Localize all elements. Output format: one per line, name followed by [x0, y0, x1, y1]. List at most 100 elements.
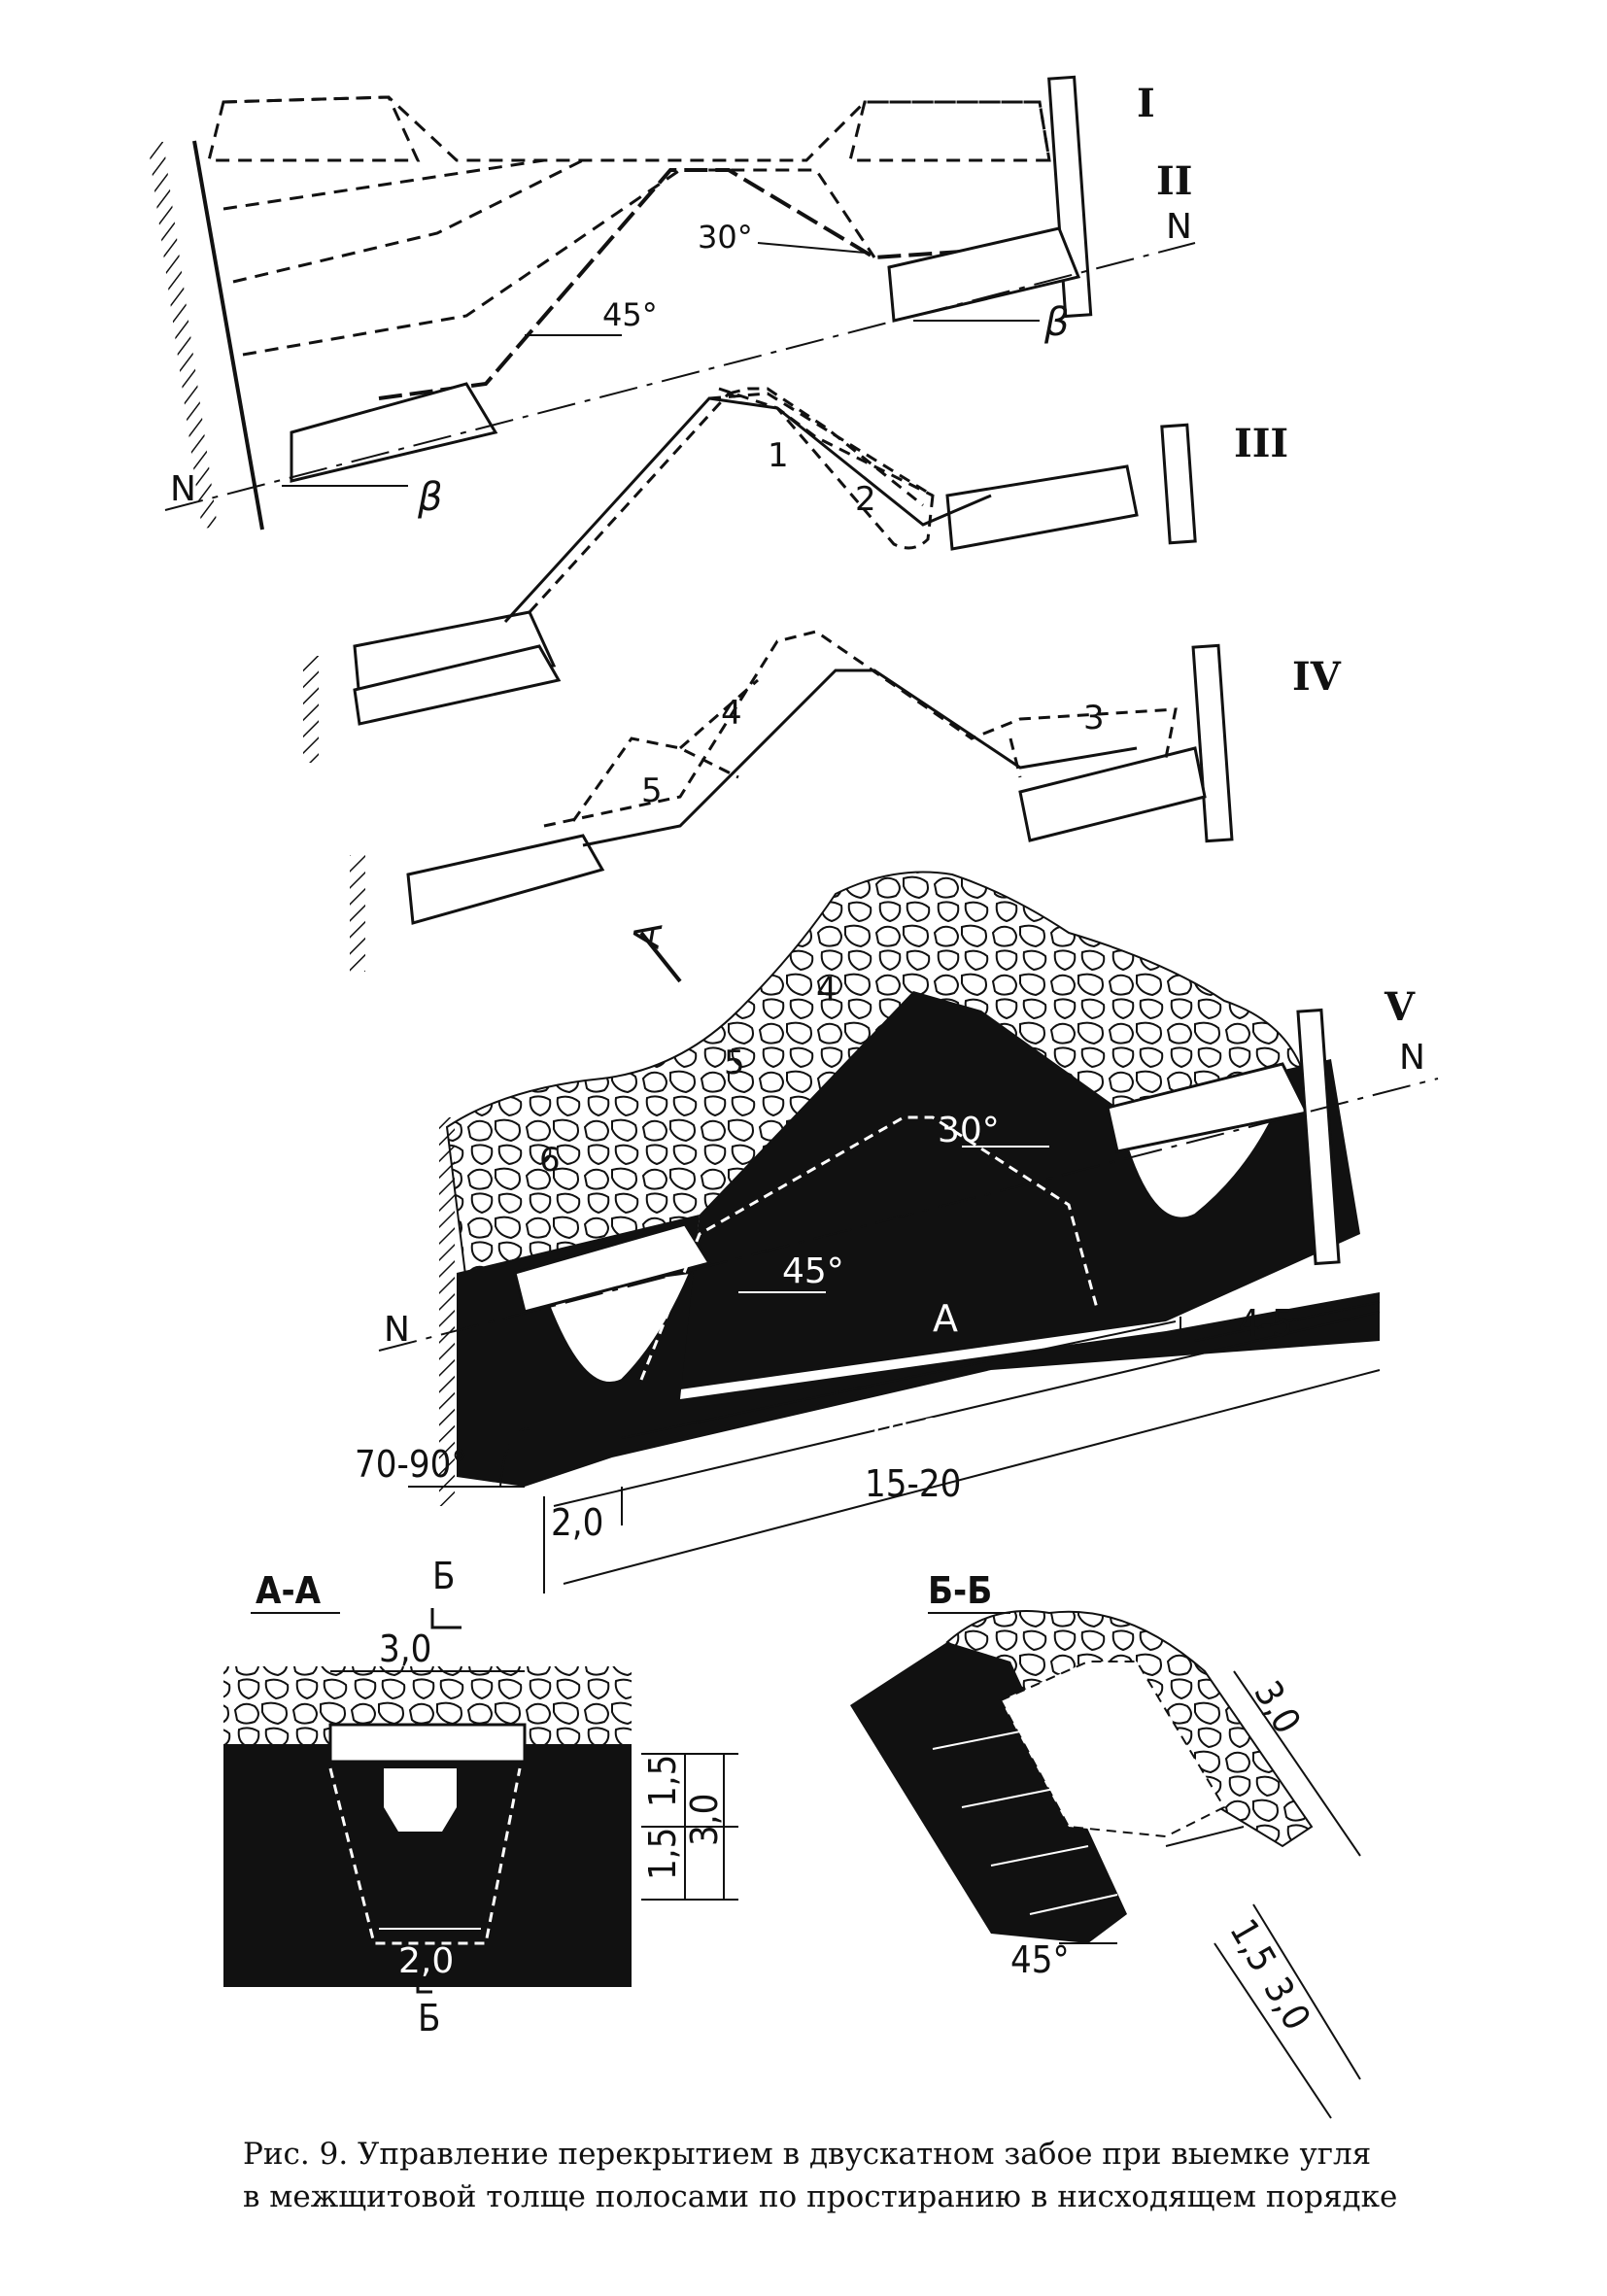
- dim-bracket-upper: [621, 1301, 1381, 1439]
- b-cut-top: [430, 1608, 462, 1629]
- angle-45-label: 45°: [602, 296, 658, 333]
- angle-70-90-arc: [499, 1427, 530, 1488]
- north-label-2: N: [170, 469, 196, 509]
- stage-2-left-support: [290, 382, 498, 483]
- stage-1-label: I: [1137, 81, 1155, 126]
- angle-70-90-label: 70-90°: [355, 1443, 467, 1486]
- section-b-label-top: Б: [432, 1555, 455, 1597]
- stage-3-roof: [503, 396, 992, 624]
- stage-5-left-void: [542, 1271, 692, 1385]
- stage-1-right-face: [848, 100, 1051, 162]
- stage-4-strip-lines: [571, 678, 1022, 822]
- stage-1-2-diagram: I II N N β β 30° 45°: [148, 75, 1196, 531]
- stage-4-support-upper: [353, 644, 562, 726]
- stage-3-label: III: [1234, 421, 1288, 466]
- stage-4-support-lower: [406, 834, 605, 925]
- strip-6-label-5: 6: [539, 1141, 561, 1180]
- stage-5-label: V: [1384, 984, 1416, 1030]
- section-b-label-bottom: Б: [418, 1997, 440, 2039]
- figure-caption: Рис. 9. Управление перекрытием в двускат…: [243, 2133, 1448, 2218]
- coal-seam-lower: [457, 1215, 1380, 1487]
- beta-label-2: β: [1043, 300, 1070, 345]
- stage-1-left-face: [207, 95, 421, 162]
- stage-3-diagram: 1 2 III: [353, 387, 1288, 702]
- stage-5-pillar: [1296, 1008, 1341, 1266]
- strip-4-label: 4: [721, 694, 742, 733]
- bb-angle-45-label: 45°: [1010, 1938, 1070, 1981]
- caption-line-1: Рис. 9. Управление перекрытием в двускат…: [243, 2137, 1372, 2172]
- aa-void: [384, 1768, 457, 1832]
- stage-4-wall-hatch-2: [350, 855, 365, 972]
- stage-2-label: II: [1156, 158, 1192, 204]
- bb-coal: [850, 1642, 1127, 1943]
- dim-15-20-label: 15-20: [865, 1462, 961, 1505]
- strike-line-5: [378, 1078, 1439, 1352]
- stage-4-wall-hatch: [303, 656, 319, 763]
- strip-2-label: 2: [855, 480, 876, 519]
- stage-3-strip-boundary: [708, 392, 935, 550]
- strike-line-1: [164, 242, 1196, 511]
- north-label-3: N: [1399, 1038, 1425, 1078]
- aa-dim-3-0-right: 3,0: [683, 1794, 726, 1846]
- stage-1-outline: [222, 95, 1051, 162]
- stage-3-pillar: [1160, 423, 1197, 545]
- bb-dim-3-0-bottom: 3,0: [1255, 1970, 1318, 2038]
- section-aa-label: А-А: [256, 1569, 322, 1612]
- section-a-label-top: A: [625, 919, 671, 951]
- strip-1-label: 1: [768, 436, 789, 475]
- stage-4-support-right: [1018, 746, 1207, 842]
- angle-30-line: [757, 242, 866, 254]
- strip-4-label-5: 4: [816, 971, 838, 1010]
- section-aa-diagram: А-А Б Б 3,0 1,5 1,5 3,0 2,0: [223, 1555, 738, 2039]
- stage-5-support-left: [513, 1222, 712, 1314]
- section-bb-label: Б-Б: [928, 1569, 992, 1612]
- angle-30-label: 30°: [698, 219, 753, 256]
- stage-4-roof: [582, 668, 1138, 847]
- dashed-layer-1: [222, 158, 545, 211]
- right-pillar: [1047, 75, 1093, 319]
- dim-2-0-label: 2,0: [551, 1501, 603, 1544]
- stage-3-support-right: [945, 464, 1139, 551]
- north-label-1: N: [1166, 207, 1192, 247]
- left-wall-line: [192, 140, 264, 531]
- aa-dim-1-5-lower: 1,5: [641, 1828, 684, 1880]
- b-cut-bottom: [416, 1972, 432, 1994]
- dim-10-15-label: 10-15: [865, 1412, 967, 1452]
- section-a-label-mid: A: [933, 1297, 958, 1340]
- beta-label-1: β: [417, 475, 443, 520]
- stage-5-inner-dashed: [639, 1115, 1100, 1381]
- north-label-4: N: [384, 1310, 410, 1350]
- dim-bracket-lower: [543, 1311, 1381, 1593]
- stage-4-outline: [543, 630, 1178, 828]
- angle-45-label-5: 45°: [782, 1251, 844, 1291]
- stage-4-diagram: 3 4 5 IV: [303, 630, 1342, 972]
- stage-4-pillar: [1191, 643, 1234, 843]
- stage-5-wall-hatch: [439, 1117, 455, 1506]
- stage-2-right-support: [887, 226, 1081, 323]
- bb-dim-3-0-top: 3,0: [1246, 1674, 1309, 1741]
- left-wall-hatch: [148, 141, 218, 530]
- stage-5-diagram: V N N 4 5 6 A A 30° 45° 4-5 10-15 15-20 …: [355, 871, 1439, 1593]
- stage-2-roof: [378, 168, 1021, 400]
- caption-line-2: в межщитовой толще полосами по простиран…: [243, 2179, 1398, 2214]
- stage-4-label: IV: [1292, 654, 1342, 700]
- bb-dim-lines: [1165, 1670, 1361, 2119]
- dashed-layer-3: [242, 168, 876, 357]
- dashed-layer-2: [232, 158, 584, 284]
- aa-right-dim: [641, 1753, 738, 1901]
- bb-coal-stripes: [932, 1729, 1118, 1915]
- aa-dashed-outline: [328, 1767, 522, 1945]
- aa-dim-2-0: 2,0: [398, 1941, 454, 1981]
- section-bb-diagram: Б-Б 3,0 1,5 3,0 45°: [850, 1569, 1361, 2119]
- aa-dim-3-0-top: 3,0: [379, 1628, 431, 1670]
- strip-5-label-5: 5: [724, 1044, 745, 1082]
- aa-support: [328, 1723, 527, 1764]
- aa-dim-1-5-upper: 1,5: [641, 1755, 684, 1807]
- bb-support-area: [999, 1661, 1226, 1838]
- strip-3-label: 3: [1083, 699, 1105, 737]
- angle-30-label-5: 30°: [938, 1111, 1000, 1150]
- section-a-cut: [639, 931, 682, 983]
- strip-5-label: 5: [641, 771, 663, 810]
- coal-seam-upper: [680, 991, 1360, 1389]
